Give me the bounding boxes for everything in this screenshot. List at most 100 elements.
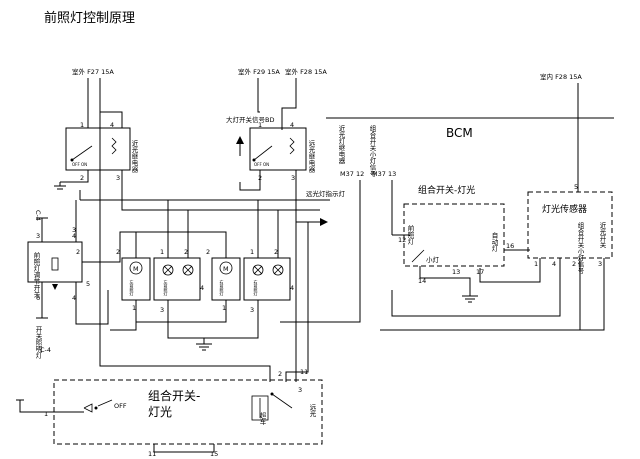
high-beam-relay-label: 远光继电器 xyxy=(307,140,315,174)
svg-text:近光开关: 近光开关 xyxy=(598,221,606,250)
svg-text:12: 12 xyxy=(356,170,364,178)
svg-text:13: 13 xyxy=(388,170,396,178)
svg-text:远光: 远光 xyxy=(308,404,316,419)
svg-text:M37: M37 xyxy=(372,170,386,178)
svg-text:C-4: C-4 xyxy=(40,346,51,354)
fuse-f27-label: 室外 F27 15A xyxy=(72,67,114,76)
svg-text:OFF ON: OFF ON xyxy=(254,162,269,167)
combo-light-bottom-label1: 组合开关- xyxy=(148,388,200,403)
combo-light-switch-inner: 组合开关-灯光 前照灯 自动灯 小灯 12 16 14 13 17 xyxy=(392,184,530,303)
svg-text:4: 4 xyxy=(200,284,204,292)
relay-bus-wires xyxy=(60,170,330,226)
svg-text:左前照灯: 左前照灯 xyxy=(130,279,135,297)
leveling-switch: 前照灯调节开关 C-4 3 4 2 6 4 3 5 开关照明灯 C-4 xyxy=(27,200,128,360)
svg-text:2: 2 xyxy=(278,370,282,378)
bulb-icon xyxy=(272,264,284,276)
svg-text:右前照灯: 右前照灯 xyxy=(254,279,259,297)
svg-text:1: 1 xyxy=(160,248,164,256)
svg-text:4: 4 xyxy=(110,121,114,129)
svg-text:2: 2 xyxy=(274,248,278,256)
bcm-combo-signal-label: 组合开关小灯信号 xyxy=(368,124,376,179)
svg-text:3: 3 xyxy=(250,306,254,314)
svg-text:4: 4 xyxy=(552,260,556,268)
high-beam-indicator-label: 远光灯指示灯 xyxy=(306,189,346,198)
supply-wires xyxy=(87,78,579,192)
svg-text:OFF: OFF xyxy=(114,402,127,410)
lower-wires xyxy=(99,112,309,382)
motor-icon xyxy=(219,261,233,275)
svg-text:1: 1 xyxy=(250,248,254,256)
svg-text:2: 2 xyxy=(76,248,80,256)
right-headlamp-motor: M 右前照灯 2 1 xyxy=(136,231,241,323)
fuse-f29-label: 室外 F29 15A xyxy=(238,67,280,76)
svg-text:C-4: C-4 xyxy=(34,210,42,221)
svg-text:4: 4 xyxy=(290,284,294,292)
svg-text:12: 12 xyxy=(398,236,406,244)
bulb-icon xyxy=(182,264,194,276)
svg-text:6: 6 xyxy=(36,294,40,302)
svg-text:超车: 超车 xyxy=(258,411,266,427)
light-sensor-label: 灯光传感器 xyxy=(542,203,587,215)
svg-text:2: 2 xyxy=(116,248,120,256)
svg-text:组合开关小灯信号: 组合开关小灯信号 xyxy=(576,221,584,275)
combo-light-inner-label: 组合开关-灯光 xyxy=(418,184,475,196)
svg-text:5: 5 xyxy=(574,183,578,191)
svg-text:2: 2 xyxy=(80,174,84,182)
low-beam-relay: 1 4 2 3 OFF ON 近光继电器 xyxy=(65,121,138,182)
svg-text:自动灯: 自动灯 xyxy=(490,231,498,253)
motor-icon xyxy=(129,261,143,275)
svg-text:开关照明灯: 开关照明灯 xyxy=(34,326,42,360)
bcm-low-relay-label: 近光灯继电器 xyxy=(337,124,345,166)
light-sensor: 灯光传感器 组合开关小灯信号 近光开关 5 1 4 2 3 xyxy=(380,183,613,331)
headlight-switch-signal-label: 大灯开关信号BD xyxy=(226,115,274,124)
svg-text:1: 1 xyxy=(534,260,538,268)
svg-text:3: 3 xyxy=(598,260,602,268)
svg-text:4: 4 xyxy=(72,232,76,240)
right-headlamp: 右前照灯 1 2 3 4 xyxy=(204,200,294,339)
arrow-right-icon xyxy=(320,218,328,226)
svg-text:1: 1 xyxy=(80,121,84,129)
svg-text:右前照灯: 右前照灯 xyxy=(220,279,225,297)
leveling-switch-label: 前照灯调节开关 xyxy=(32,251,40,299)
combo-light-switch-bottom: 组合开关- 灯光 OFF 超车 远光 1 2 11 3 11 15 xyxy=(16,368,323,458)
svg-text:1: 1 xyxy=(222,304,226,312)
bulb-icon xyxy=(162,264,174,276)
svg-text:3: 3 xyxy=(72,226,76,234)
svg-text:3: 3 xyxy=(298,386,302,394)
svg-text:前照灯: 前照灯 xyxy=(406,224,414,246)
svg-text:M37: M37 xyxy=(340,170,354,178)
svg-text:2: 2 xyxy=(572,260,576,268)
svg-text:11: 11 xyxy=(148,450,156,458)
svg-text:5: 5 xyxy=(86,280,90,288)
page-title: 前照灯控制原理 xyxy=(44,10,135,26)
bcm-module: BCM 近光灯继电器 组合开关小灯信号 M37 12 M37 13 xyxy=(280,117,614,323)
svg-text:4: 4 xyxy=(72,294,76,302)
svg-text:3: 3 xyxy=(160,306,164,314)
svg-text:11: 11 xyxy=(300,368,308,376)
svg-text:3: 3 xyxy=(36,232,40,240)
bcm-label: BCM xyxy=(446,126,473,140)
svg-text:1: 1 xyxy=(258,121,262,129)
combo-light-bottom-label2: 灯光 xyxy=(148,405,172,419)
svg-text:小灯: 小灯 xyxy=(426,255,440,264)
svg-text:3: 3 xyxy=(291,174,295,182)
svg-text:2: 2 xyxy=(184,248,188,256)
svg-text:OFF ON: OFF ON xyxy=(72,162,87,167)
svg-text:4: 4 xyxy=(290,121,294,129)
svg-text:3: 3 xyxy=(116,174,120,182)
svg-text:16: 16 xyxy=(506,242,514,250)
svg-text:1: 1 xyxy=(44,410,48,418)
svg-text:2: 2 xyxy=(206,248,210,256)
svg-text:15: 15 xyxy=(210,450,218,458)
arrow-up-icon xyxy=(236,136,244,144)
fuse-f28-label: 室外 F28 15A xyxy=(285,67,327,76)
svg-text:M: M xyxy=(133,265,139,273)
svg-text:M: M xyxy=(223,265,229,273)
high-beam-relay: 1 4 2 3 OFF ON 远光继电器 xyxy=(249,121,315,182)
left-headlamp: 左前照灯 1 2 3 4 xyxy=(153,200,204,339)
svg-text:左前照灯: 左前照灯 xyxy=(164,279,169,297)
fuse-f28-indoor-label: 室内 F28 15A xyxy=(540,72,582,81)
ground-symbols xyxy=(54,182,212,351)
svg-text:14: 14 xyxy=(418,277,426,285)
